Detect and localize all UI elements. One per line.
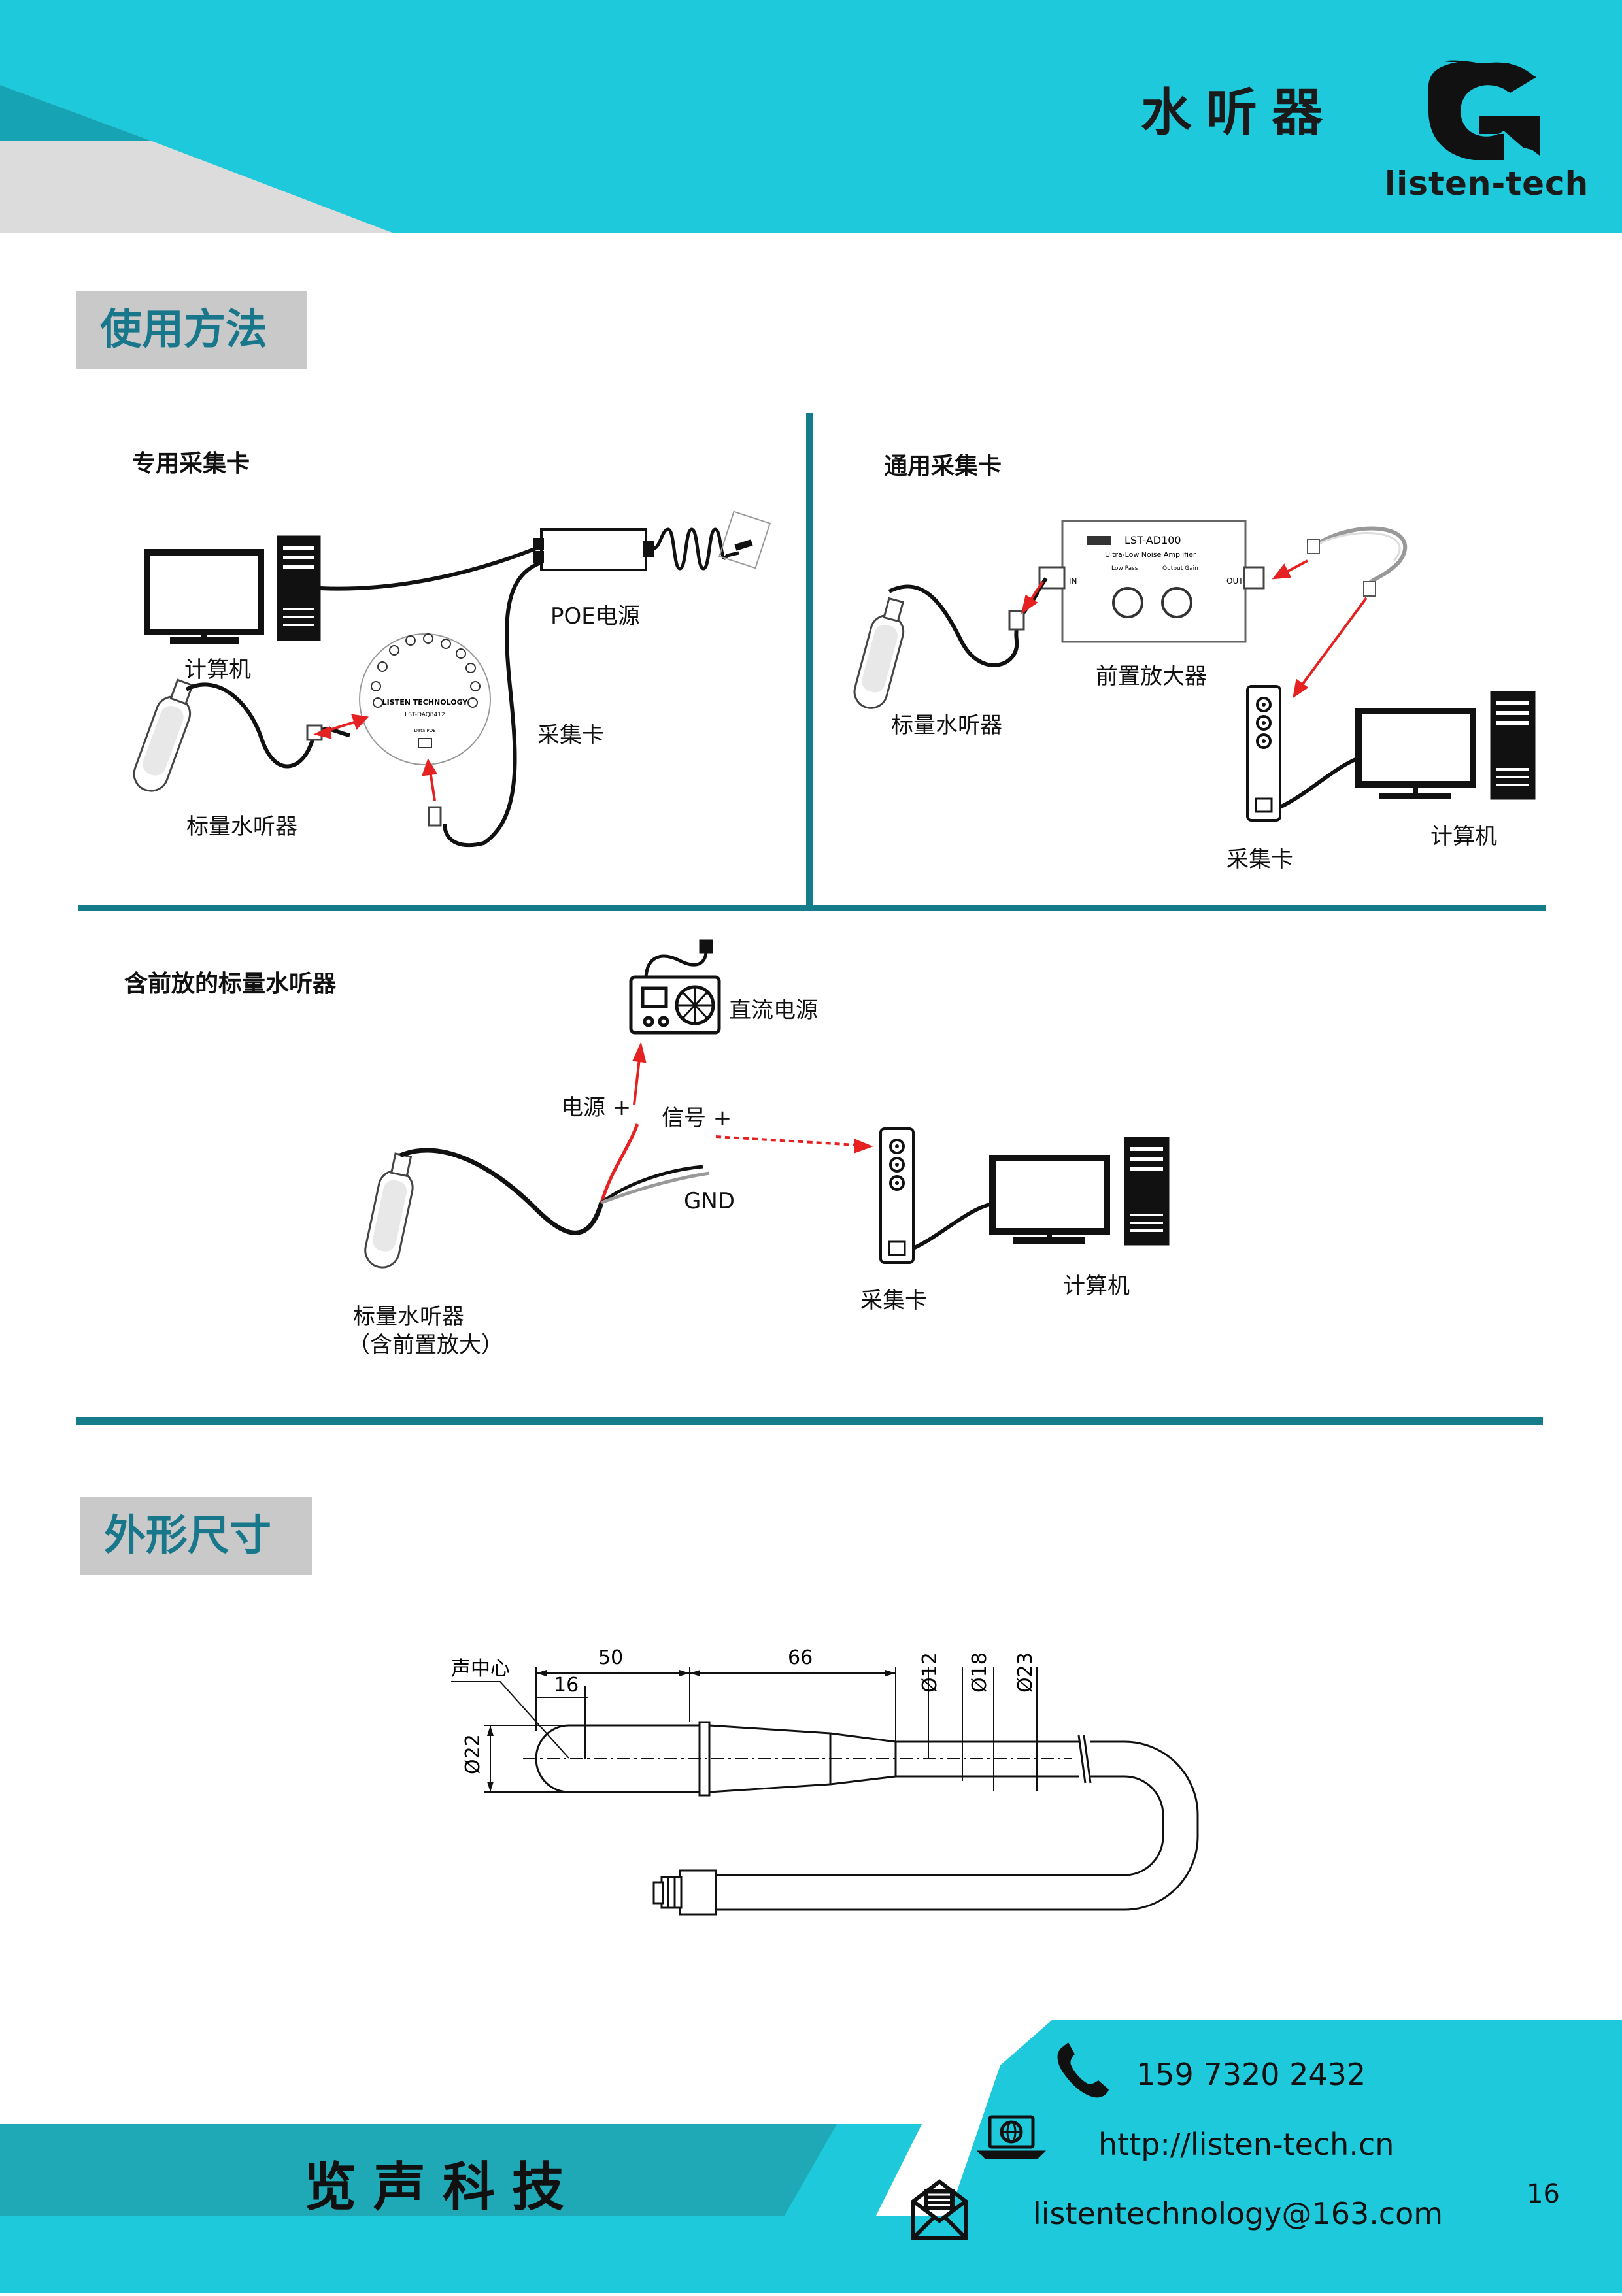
dim-d12: Ø12 bbox=[919, 1652, 941, 1693]
dim-d22: Ø22 bbox=[462, 1734, 484, 1774]
preamp-icon bbox=[1038, 520, 1265, 643]
arrows-panel2 bbox=[1021, 559, 1368, 699]
phone-number[interactable]: 159 7320 2432 bbox=[1136, 2057, 1366, 2092]
section-heading-usage: 使用方法 bbox=[76, 291, 307, 369]
dim-d18: Ø18 bbox=[968, 1652, 991, 1693]
logo-icon bbox=[1428, 60, 1540, 160]
arrows-panel3 bbox=[632, 1041, 873, 1154]
hydrophone-icon bbox=[364, 1152, 414, 1269]
amp-gain-text: Output Gain bbox=[1162, 565, 1198, 572]
cable-connector-icon bbox=[428, 806, 442, 827]
panel-title-general: 通用采集卡 bbox=[884, 453, 1002, 480]
label-hydrophone: 标量水听器 bbox=[891, 712, 1002, 739]
label-gnd: GND bbox=[684, 1188, 735, 1214]
daq-card-icon bbox=[1246, 685, 1281, 822]
amp-out-text: OUT bbox=[1226, 576, 1243, 586]
hydrophone-icon bbox=[133, 678, 194, 792]
rj45-connector-icon bbox=[1363, 581, 1376, 597]
label-signal-plus: 信号 + bbox=[662, 1105, 732, 1131]
dim-16: 16 bbox=[554, 1674, 579, 1697]
brand-name: 览声科技 bbox=[304, 2157, 581, 2218]
page-number: 16 bbox=[1527, 2179, 1560, 2209]
phone-icon bbox=[1057, 2042, 1109, 2098]
panel-title-dedicated: 专用采集卡 bbox=[132, 450, 250, 477]
label-card: 采集卡 bbox=[537, 722, 604, 748]
page-footer bbox=[0, 2020, 1622, 2293]
email-link[interactable]: listentechnology@163.com bbox=[1033, 2196, 1444, 2231]
dc-power-icon bbox=[629, 939, 721, 1035]
label-dc-power: 直流电源 bbox=[729, 997, 818, 1023]
label-hydrophone-line1: 标量水听器 bbox=[353, 1304, 464, 1330]
computer-icon bbox=[989, 1137, 1170, 1246]
logo-text: listen-tech bbox=[1385, 165, 1589, 203]
section-heading-dimensions: 外形尺寸 bbox=[80, 1497, 312, 1575]
website-icon bbox=[976, 2115, 1047, 2159]
arrows-panel1 bbox=[313, 714, 438, 801]
amp-lowpass-text: Low Pass bbox=[1111, 565, 1138, 572]
poe-power-icon bbox=[533, 528, 654, 571]
card-model-text: LST-DAQ8412 bbox=[405, 712, 445, 718]
computer-icon bbox=[144, 535, 321, 644]
divider-bottom bbox=[76, 1417, 1543, 1425]
page-header: 水听器 listen-tech bbox=[0, 0, 1622, 233]
hydrophone-icon bbox=[853, 597, 905, 709]
label-computer: 计算机 bbox=[184, 657, 251, 683]
label-preamp: 前置放大器 bbox=[1096, 663, 1207, 690]
divider-middle bbox=[78, 905, 1546, 911]
label-hydrophone-line2: （含前置放大） bbox=[348, 1332, 503, 1358]
label-power-plus: 电源 + bbox=[561, 1095, 632, 1121]
acoustic-center-label: 声中心 bbox=[451, 1657, 510, 1680]
dim-66: 66 bbox=[788, 1646, 813, 1669]
label-card: 采集卡 bbox=[1226, 846, 1293, 873]
label-computer: 计算机 bbox=[1430, 824, 1497, 850]
label-card: 采集卡 bbox=[860, 1288, 927, 1314]
panel-title-preamp: 含前放的标量水听器 bbox=[124, 971, 337, 997]
amp-model-text: LST-AD100 bbox=[1124, 534, 1181, 546]
computer-icon bbox=[1355, 691, 1536, 800]
card-port-text: Data POE bbox=[414, 728, 435, 733]
header-band bbox=[0, 0, 1622, 233]
email-icon bbox=[911, 2179, 968, 2240]
website-link[interactable]: http://listen-tech.cn bbox=[1098, 2127, 1394, 2162]
amp-in-text: IN bbox=[1069, 576, 1077, 586]
usage-diagrams: LISTEN TECHNOLOGY LST-DAQ8412 Data POE L… bbox=[76, 413, 1546, 1425]
bnc-connector-icon bbox=[1008, 610, 1025, 631]
footer-band bbox=[0, 2020, 1622, 2293]
dim-d23: Ø23 bbox=[1014, 1652, 1037, 1693]
daq-card-round-icon bbox=[359, 633, 491, 765]
label-computer: 计算机 bbox=[1063, 1273, 1130, 1299]
rj45-connector-icon bbox=[1307, 539, 1320, 554]
dim-50: 50 bbox=[598, 1646, 623, 1669]
label-poe: POE电源 bbox=[550, 603, 640, 629]
page-title: 水听器 bbox=[1141, 84, 1338, 142]
card-brand-text: LISTEN TECHNOLOGY bbox=[382, 698, 469, 707]
amp-subtitle-text: Ultra-Low Noise Amplifier bbox=[1105, 550, 1196, 559]
dimension-drawing: 50 66 16 声中心 Ø22 Ø12 Ø18 Ø23 bbox=[451, 1646, 1199, 1916]
divider-vertical bbox=[806, 413, 813, 905]
label-hydrophone: 标量水听器 bbox=[186, 814, 297, 840]
daq-card-icon bbox=[879, 1127, 915, 1264]
